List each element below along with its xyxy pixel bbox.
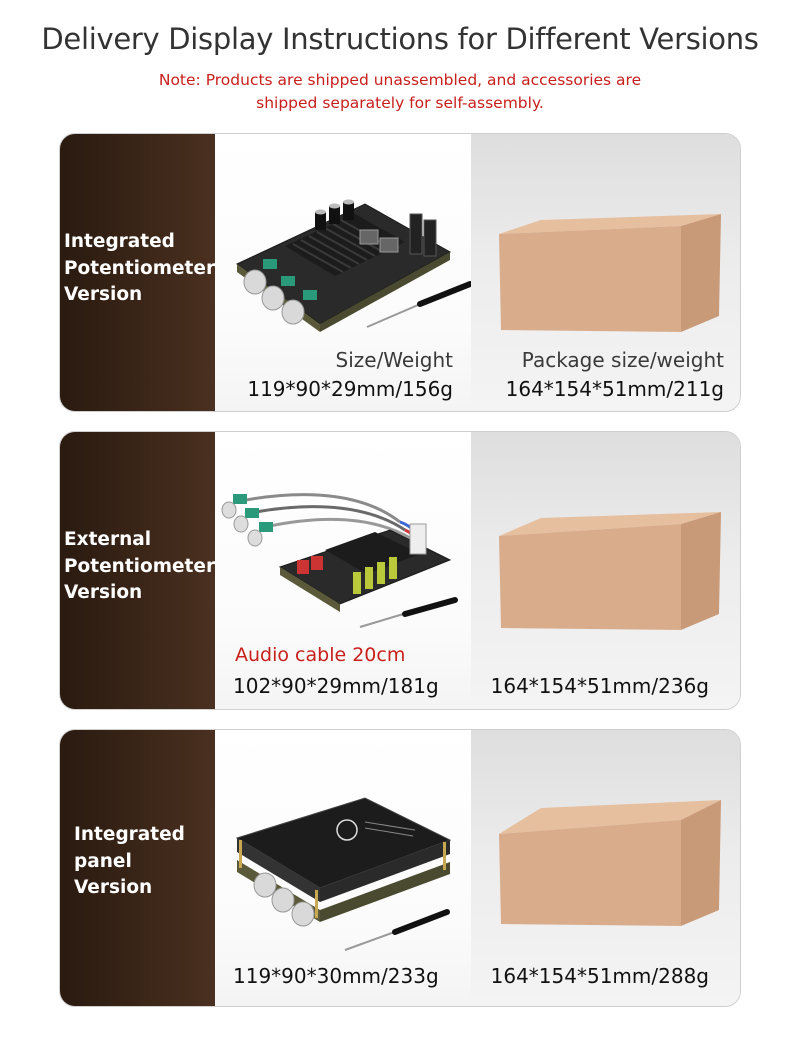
package-photo-area: Package size/weight 164*154*51mm/211g — [471, 134, 740, 411]
product-photo-area: Audio cable 20cm 102*90*29mm/181g — [215, 432, 471, 709]
audio-cable-note: Audio cable 20cm — [235, 644, 406, 666]
package-box-image — [499, 214, 721, 332]
version-label-panel: Integrated Potentiometer Version — [60, 134, 215, 411]
note-line-1: Note: Products are shipped unassembled, … — [158, 71, 642, 89]
package-photo-area: 164*154*51mm/236g — [471, 432, 740, 709]
version-label-panel: Integrated panel Version — [60, 730, 215, 1006]
version-card-integrated-potentiometer: Integrated Potentiometer Version — [59, 133, 741, 412]
package-box-image — [499, 800, 721, 926]
amplifier-board-with-cable-image — [221, 493, 458, 628]
screwdriver-image — [359, 597, 458, 628]
potentiometer-knobs — [253, 872, 315, 927]
size-weight-value: 119*90*30mm/233g — [233, 964, 439, 988]
package-value: 164*154*51mm/288g — [490, 964, 709, 988]
screwdriver-image — [366, 281, 471, 328]
note-line-2: shipped separately for self-assembly. — [256, 94, 544, 112]
package-photo-area: 164*154*51mm/288g — [471, 730, 740, 1006]
panel-logo-icon — [336, 819, 416, 841]
version-card-integrated-panel: Integrated panel Version — [59, 729, 741, 1007]
shipping-note: Note: Products are shipped unassembled, … — [0, 69, 800, 115]
package-box-image — [499, 512, 721, 630]
version-label: Integrated Potentiometer Version — [64, 231, 216, 305]
audio-cable — [234, 493, 426, 565]
page-title: Delivery Display Instructions for Differ… — [41, 22, 759, 56]
product-photo-area: Size/Weight 119*90*29mm/156g — [215, 134, 471, 411]
capacitors — [353, 557, 397, 594]
amplifier-panel-image — [235, 797, 452, 951]
product-photo-area: 119*90*30mm/233g — [215, 730, 471, 1006]
package-value: 164*154*51mm/211g — [505, 377, 724, 401]
package-value: 164*154*51mm/236g — [490, 674, 709, 698]
version-label: External Potentiometer Version — [64, 529, 216, 603]
capacitors — [315, 199, 354, 230]
version-card-external-potentiometer: External Potentiometer Version — [59, 431, 741, 710]
potentiometer-knobs — [243, 259, 317, 325]
size-weight-value: 102*90*29mm/181g — [233, 674, 439, 698]
version-label-panel: External Potentiometer Version — [60, 432, 215, 709]
amplifier-board-image — [236, 199, 471, 332]
size-weight-label: Size/Weight — [335, 348, 453, 372]
size-weight-value: 119*90*29mm/156g — [247, 377, 453, 401]
screwdriver-image — [344, 909, 450, 951]
package-label: Package size/weight — [521, 348, 724, 372]
version-label: Integrated panel Version — [74, 824, 185, 898]
